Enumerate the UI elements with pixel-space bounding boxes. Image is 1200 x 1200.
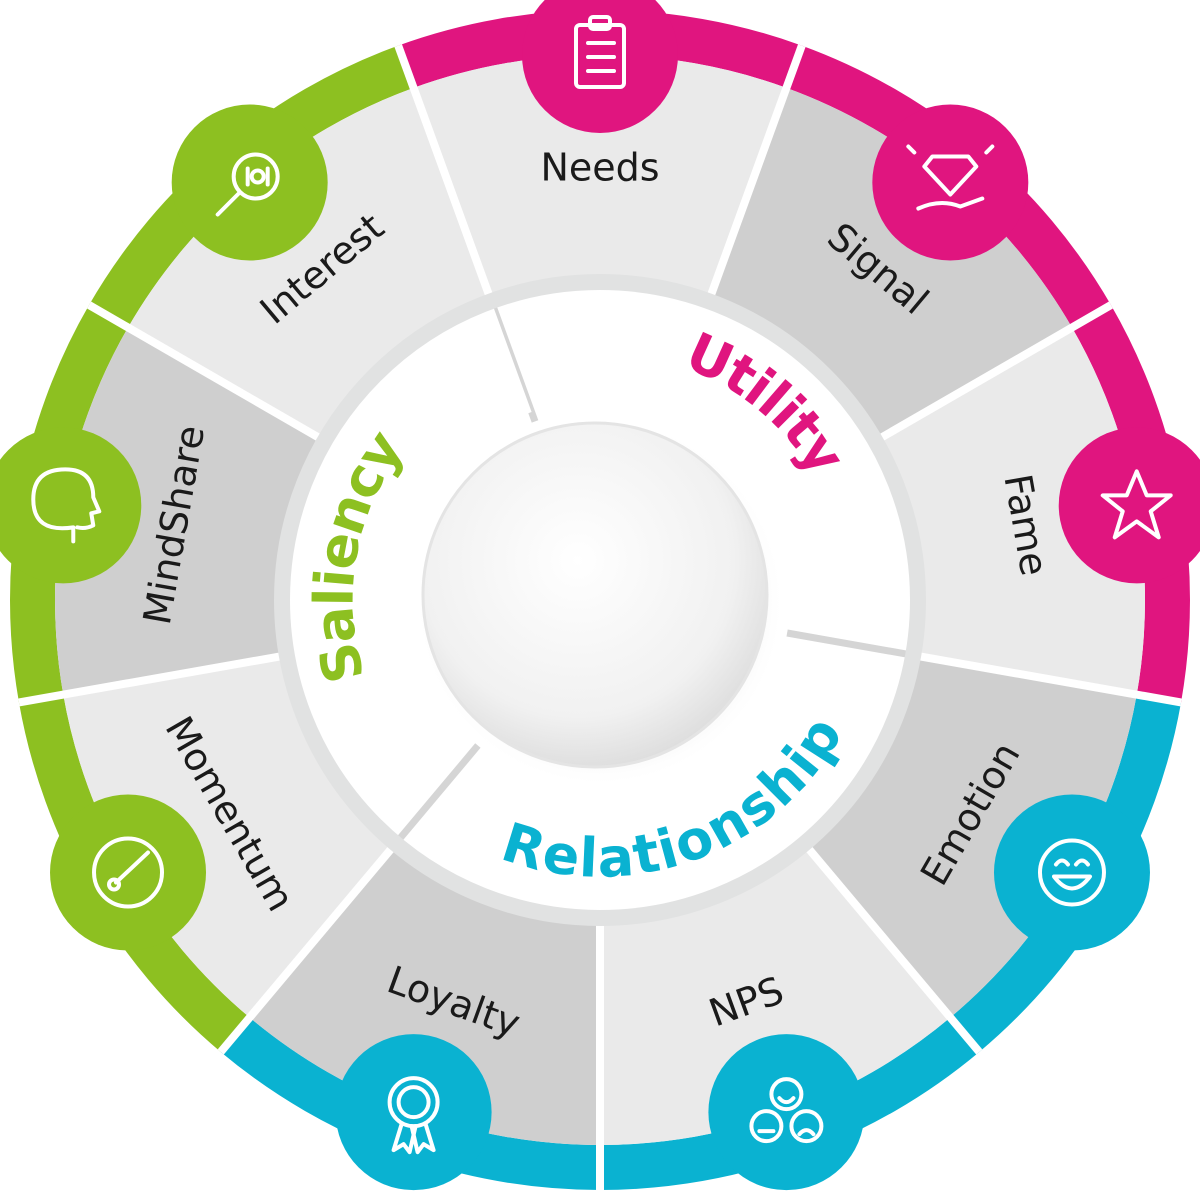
outer-band-loyalty [220, 1017, 600, 1190]
icon-tab-needs [522, 0, 678, 133]
segment-fame [875, 327, 1146, 695]
diamond-in-hand-icon [906, 144, 995, 211]
icon-tab-fame [1058, 427, 1200, 584]
star-icon [1100, 469, 1173, 540]
three-faces-icon [749, 1077, 824, 1144]
magnifier-binary-icon [215, 152, 280, 217]
segment-signal [708, 87, 1072, 441]
outer-band-fame [1071, 305, 1190, 703]
inner-ring-border [274, 274, 926, 926]
segment-needs [413, 55, 787, 302]
group-divider [786, 629, 918, 660]
center-disc [415, 417, 785, 787]
segment-interest [128, 87, 492, 441]
inner-group-ring [274, 274, 926, 926]
segment-mindshare [55, 327, 325, 695]
group-sector-utility [491, 282, 918, 656]
outer-band-mindshare [9, 305, 129, 703]
icon-tab-nps [708, 1034, 865, 1191]
segment-icons [31, 15, 1173, 1155]
group-sector-saliency [281, 301, 532, 844]
clipboard-checklist-icon [574, 15, 626, 89]
outer-band-signal [786, 45, 1111, 328]
outer-band-emotion [950, 694, 1182, 1052]
speedometer-icon [92, 836, 165, 909]
laughing-face-icon [1037, 838, 1106, 907]
outer-colored-ring [9, 10, 1190, 1190]
group-sector-relationship [395, 634, 914, 918]
icon-tab-loyalty [335, 1034, 492, 1191]
group-divider [390, 743, 481, 849]
outer-band-momentum [18, 694, 250, 1052]
outer-band-nps [600, 1017, 980, 1190]
icon-tab-mindshare [0, 427, 142, 584]
icon-tab-emotion [993, 794, 1150, 951]
segment-label-needs: Needs [540, 146, 659, 190]
head-profile-icon [31, 467, 102, 544]
icon-tab-signal [872, 104, 1029, 261]
award-rosette-icon [387, 1076, 440, 1155]
outer-band-interest [89, 45, 414, 328]
